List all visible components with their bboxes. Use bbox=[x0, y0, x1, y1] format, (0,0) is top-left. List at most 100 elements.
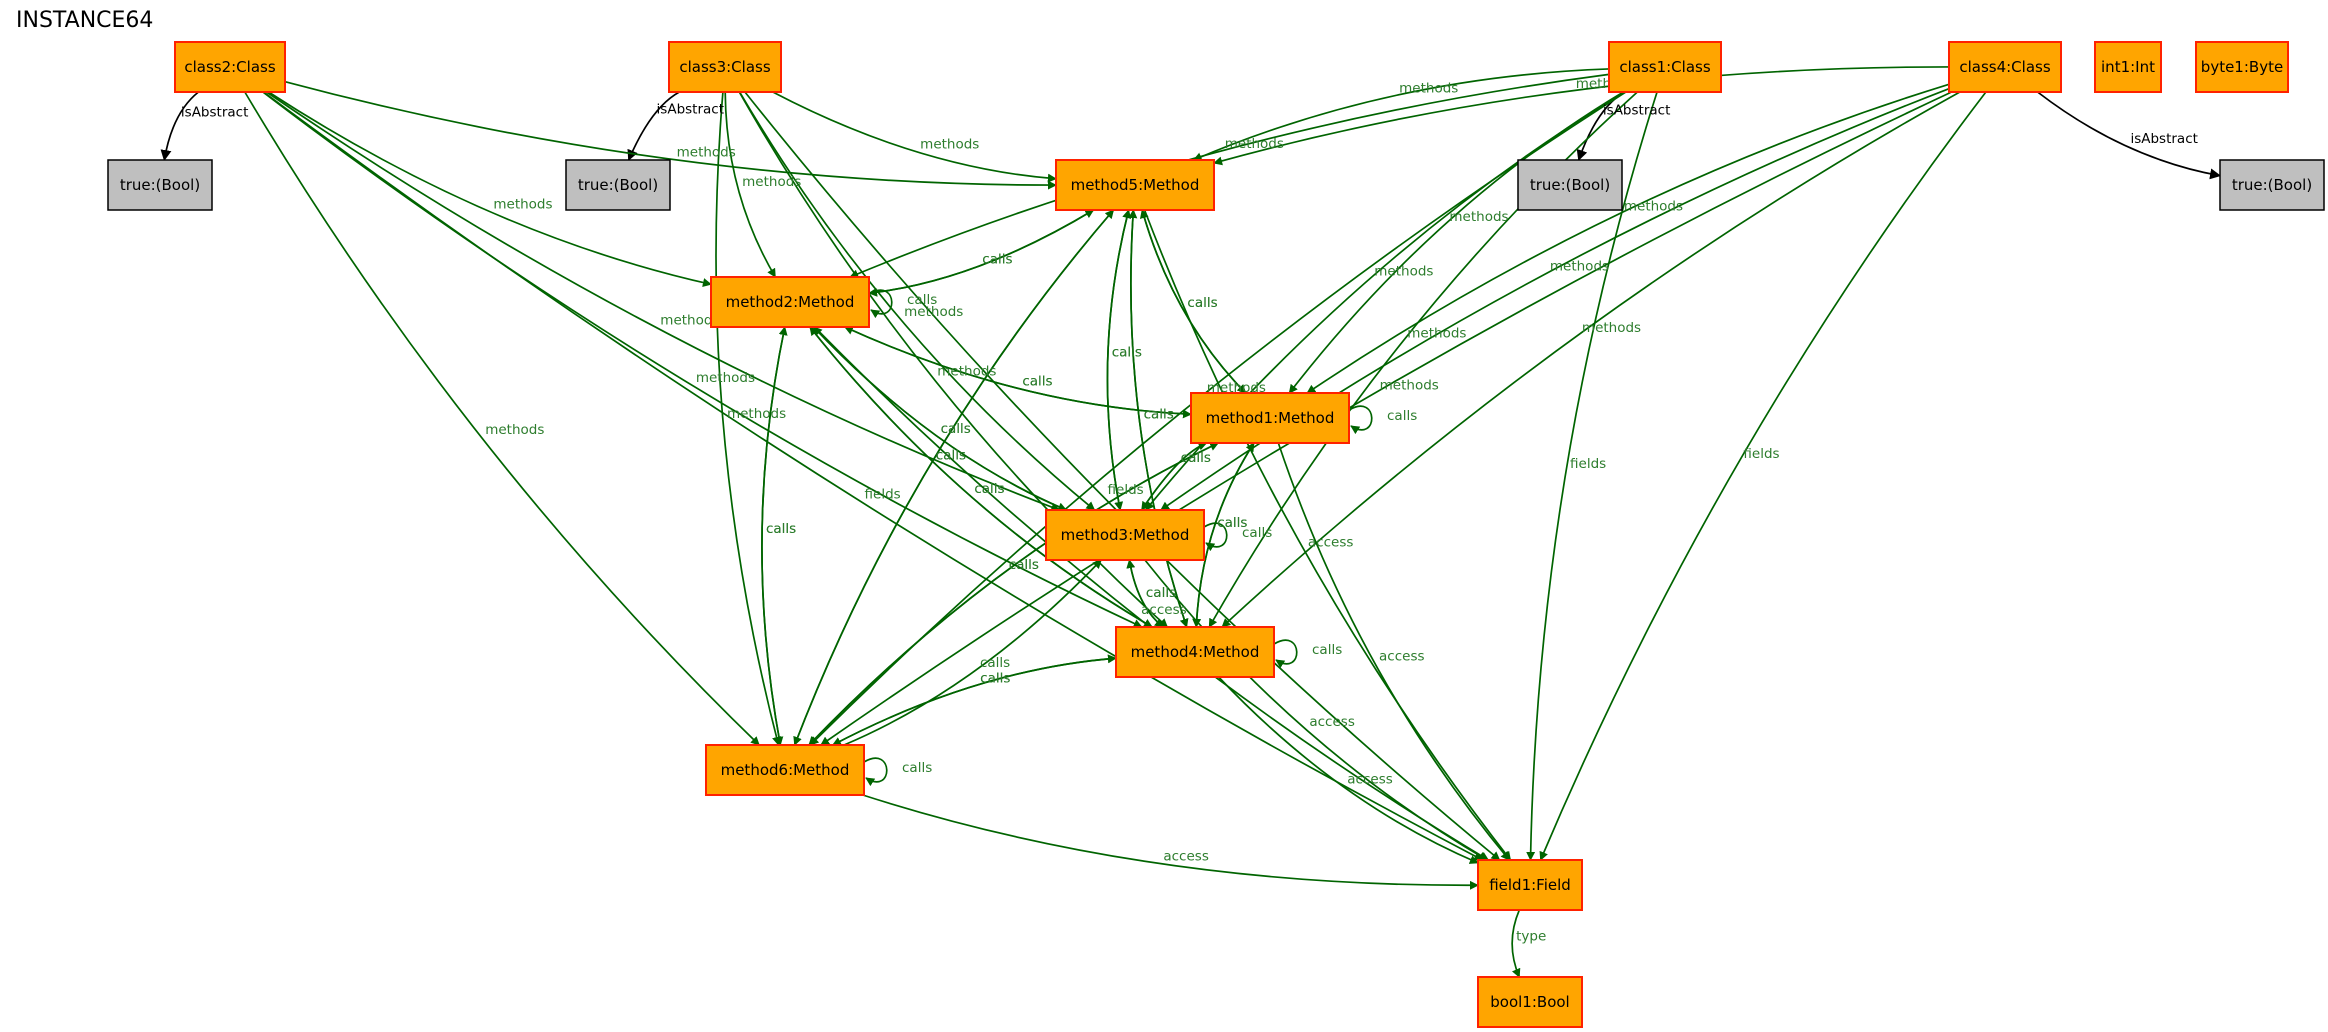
node-box bbox=[1517, 159, 1623, 211]
node-bool_c2[interactable]: true:(Bool) bbox=[107, 159, 213, 211]
edge-label-calls: calls bbox=[980, 670, 1010, 686]
node-label: method5:Method bbox=[1071, 176, 1200, 194]
edge-label-calls: calls bbox=[902, 760, 932, 776]
edge-class1-to-method1 bbox=[1288, 91, 1624, 394]
edge-label-methods: methods bbox=[660, 313, 719, 329]
edge-method5-to-field1 bbox=[1143, 209, 1512, 861]
node-label: true:(Bool) bbox=[2232, 176, 2312, 194]
node-box bbox=[1115, 626, 1275, 678]
node-label: true:(Bool) bbox=[120, 176, 200, 194]
edge-label-calls: calls bbox=[980, 670, 1010, 686]
edge-label-methods: methods bbox=[742, 174, 801, 190]
node-box bbox=[565, 159, 671, 211]
edge-class2-to-bool_c2 bbox=[160, 91, 199, 162]
edge-class2-to-method2 bbox=[268, 91, 712, 287]
edge-label-methods: methods bbox=[1407, 326, 1466, 342]
edge-label-calls: calls bbox=[766, 521, 796, 537]
edge-label-isAbstract: isAbstract bbox=[1603, 103, 1670, 119]
edge-method2-to-field1 bbox=[813, 326, 1490, 861]
edge-label-calls: calls bbox=[982, 251, 1012, 267]
node-class3[interactable]: class3:Class bbox=[668, 41, 782, 93]
edge-method1-to-method1 bbox=[1348, 405, 1373, 435]
edge-method3-to-method5 bbox=[1106, 209, 1132, 511]
edge-method4-to-method3 bbox=[1126, 559, 1164, 628]
node-field1[interactable]: field1:Field bbox=[1477, 859, 1583, 911]
node-class2[interactable]: class2:Class bbox=[174, 41, 286, 93]
edge-label-methods: methods bbox=[1449, 209, 1508, 225]
edge-method5-to-method2 bbox=[868, 209, 1094, 297]
node-method5[interactable]: method5:Method bbox=[1055, 159, 1215, 211]
edge-label-access: access bbox=[1308, 535, 1354, 551]
node-class4[interactable]: class4:Class bbox=[1948, 41, 2062, 93]
edge-label-calls: calls bbox=[980, 655, 1010, 671]
node-method2[interactable]: method2:Method bbox=[710, 276, 870, 328]
edge-label-access: access bbox=[1141, 602, 1187, 618]
node-box bbox=[710, 276, 870, 328]
edge-method3-to-method3 bbox=[1203, 522, 1228, 552]
edge-method4-to-method5 bbox=[1128, 209, 1188, 628]
node-box bbox=[1190, 392, 1350, 444]
edge-label-calls: calls bbox=[1144, 406, 1174, 422]
edge-class3-to-method6 bbox=[715, 91, 781, 746]
diagram-title: INSTANCE64 bbox=[16, 8, 154, 33]
node-int1[interactable]: int1:Int bbox=[2094, 41, 2162, 93]
nodes-layer: class2:Class class3:Class class1:Class clas… bbox=[107, 41, 2325, 1028]
node-box bbox=[1477, 859, 1583, 911]
edge-method1-to-field1 bbox=[1277, 442, 1510, 861]
edge-label-calls: calls bbox=[1312, 642, 1342, 658]
edge-label-fields: fields bbox=[1570, 456, 1606, 472]
node-box bbox=[668, 41, 782, 93]
edge-method1-to-method2 bbox=[844, 326, 1192, 416]
edge-class3-to-method2 bbox=[724, 91, 777, 278]
node-method1[interactable]: method1:Method bbox=[1190, 392, 1350, 444]
node-label: field1:Field bbox=[1489, 876, 1571, 894]
node-label: int1:Int bbox=[2101, 58, 2155, 76]
edge-method6-to-method5 bbox=[793, 209, 1115, 746]
node-method4[interactable]: method4:Method bbox=[1115, 626, 1275, 678]
edge-label-calls: calls bbox=[1187, 295, 1217, 311]
edge-label-calls: calls bbox=[1009, 557, 1039, 573]
edge-label-calls: calls bbox=[1217, 515, 1247, 531]
node-bool_c4[interactable]: true:(Bool) bbox=[2219, 159, 2325, 211]
edge-label-methods: methods bbox=[1550, 259, 1609, 275]
edge-label-calls: calls bbox=[1022, 373, 1052, 389]
node-bool_c1[interactable]: true:(Bool) bbox=[1517, 159, 1623, 211]
node-bool_c3[interactable]: true:(Bool) bbox=[565, 159, 671, 211]
edge-label-methods: methods bbox=[937, 363, 996, 379]
node-method6[interactable]: method6:Method bbox=[705, 744, 865, 796]
edge-method6-to-method3 bbox=[843, 559, 1102, 746]
edge-label-calls: calls bbox=[907, 292, 937, 308]
edge-label-calls: calls bbox=[941, 421, 971, 437]
edge-class2-to-method3 bbox=[266, 91, 1061, 512]
edge-method4-to-field1 bbox=[1218, 676, 1479, 864]
edge-class4-to-method5 bbox=[1213, 66, 1950, 166]
node-byte1[interactable]: byte1:Byte bbox=[2195, 41, 2289, 93]
edge-class2-to-field1 bbox=[263, 91, 1484, 861]
edge-label-calls: calls bbox=[1217, 515, 1247, 531]
edge-class2-to-method6 bbox=[244, 91, 760, 746]
node-box bbox=[174, 41, 286, 93]
edge-label-methods: methods bbox=[696, 370, 755, 386]
edge-label-calls: calls bbox=[1187, 295, 1217, 311]
edge-label-methods: methods bbox=[493, 196, 552, 212]
node-label: class2:Class bbox=[184, 58, 275, 76]
edge-method1-to-method5 bbox=[1139, 209, 1247, 394]
node-class1[interactable]: class1:Class bbox=[1608, 41, 1722, 93]
edge-method4-to-method2 bbox=[809, 326, 1153, 628]
edge-label-access: access bbox=[1379, 649, 1425, 665]
node-bool1[interactable]: bool1:Bool bbox=[1477, 976, 1583, 1028]
edge-class4-to-bool_c4 bbox=[2037, 91, 2222, 180]
edge-label-fields: fields bbox=[1108, 482, 1144, 498]
node-method3[interactable]: method3:Method bbox=[1045, 509, 1205, 561]
edge-class4-to-method6 bbox=[820, 91, 1952, 746]
edge-label-methods: methods bbox=[1380, 378, 1439, 394]
edge-class1-to-method2 bbox=[849, 73, 1610, 279]
edge-method4-to-method1 bbox=[1195, 442, 1255, 628]
edge-label-fields: fields bbox=[1743, 446, 1779, 462]
edge-label-calls: calls bbox=[974, 481, 1004, 497]
edge-label-access: access bbox=[1163, 848, 1209, 864]
edge-class4-to-method1 bbox=[1306, 83, 1950, 394]
edge-method6-to-field1 bbox=[862, 794, 1479, 890]
node-label: true:(Bool) bbox=[1530, 176, 1610, 194]
